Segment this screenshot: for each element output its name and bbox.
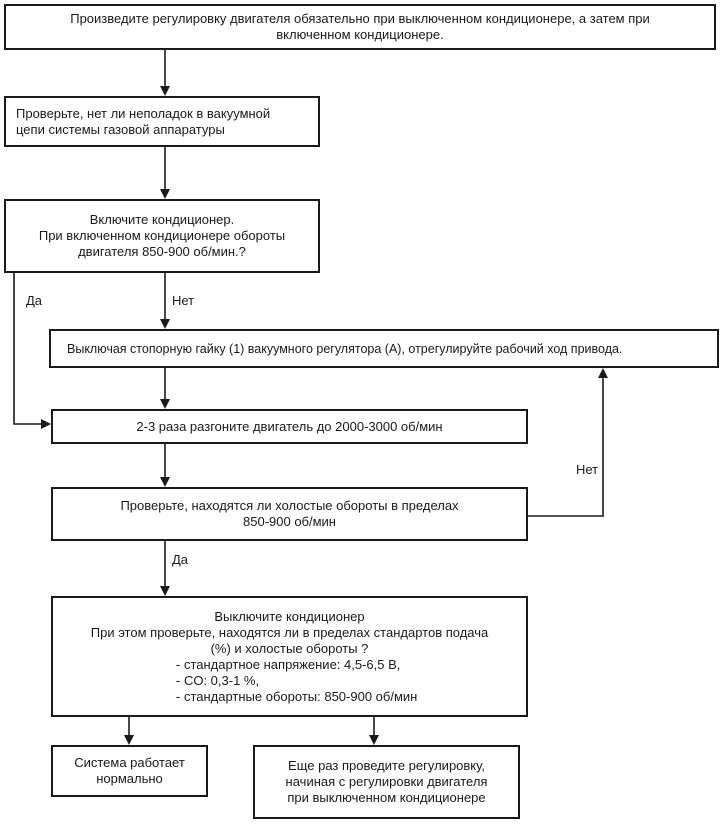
- decision-ac-off-line3: (%) и холостые обороты ?: [210, 640, 369, 656]
- step-rev-line1: 2-3 раза разгоните двигатель до 2000-300…: [136, 418, 443, 434]
- step-check-vacuum-line1: Проверьте, нет ли неполадок в вакуумной: [16, 105, 271, 121]
- decision-ac-on: Включите кондиционер. При включенном кон…: [4, 199, 320, 273]
- label-no-right: Нет: [576, 462, 599, 478]
- decision-ac-off-item-co: - CO: 0,3-1 %,: [176, 672, 260, 688]
- result-redo-line1: Еще раз проведите регулировку,: [288, 758, 485, 773]
- decision-ac-off-item-voltage: - стандартное напряжение: 4,5-6,5 В,: [176, 656, 401, 672]
- step-intro-line2: включенном кондиционере.: [276, 27, 444, 42]
- connector-check-idle-to-adjust-no: [527, 377, 604, 517]
- decision-check-idle-line2: 850-900 об/мин: [243, 514, 336, 529]
- arrowhead-down: [160, 586, 170, 596]
- arrowhead-down: [369, 735, 379, 745]
- decision-check-idle-line1: Проверьте, находятся ли холостые обороты…: [120, 498, 459, 513]
- decision-ac-off-line1: Выключите кондиционер: [214, 608, 365, 624]
- label-no-mid: Нет: [172, 293, 195, 309]
- result-ok-line2: нормально: [96, 771, 163, 786]
- result-ok-line1: Система работает: [74, 755, 185, 770]
- step-check-vacuum: Проверьте, нет ли неполадок в вакуумной …: [4, 96, 320, 147]
- step-rev: 2-3 раза разгоните двигатель до 2000-300…: [51, 409, 528, 444]
- arrowhead-down: [160, 477, 170, 487]
- step-intro: Произведите регулировку двигателя обязат…: [4, 4, 716, 50]
- arrowhead-down: [124, 735, 134, 745]
- result-redo-line3: при выключенном кондиционере: [287, 790, 486, 805]
- result-redo-line2: начиная с регулировки двигателя: [285, 774, 488, 789]
- decision-check-idle: Проверьте, находятся ли холостые обороты…: [51, 487, 528, 541]
- decision-ac-off-item-rpm: - стандартные обороты: 850-900 об/мин: [176, 688, 418, 704]
- decision-ac-off: Выключите кондиционер При этом проверьте…: [51, 596, 528, 717]
- decision-ac-off-line2: При этом проверьте, находятся ли в преде…: [90, 624, 489, 640]
- arrowhead-down: [160, 189, 170, 199]
- connector-ac-on-to-rev-yes: [13, 272, 42, 425]
- arrowhead-down: [160, 319, 170, 329]
- decision-ac-on-line1: Включите кондиционер.: [89, 212, 235, 227]
- label-yes-left: Да: [26, 293, 43, 309]
- arrowhead-up: [598, 368, 608, 378]
- result-redo: Еще раз проведите регулировку, начиная с…: [253, 745, 520, 819]
- arrowhead-right: [41, 419, 51, 429]
- step-adjust-line1: Выключая стопорную гайку (1) вакуумного …: [67, 341, 623, 356]
- label-yes-bottom: Да: [172, 552, 189, 568]
- step-check-vacuum-line2: цепи системы газовой аппаратуры: [16, 121, 225, 137]
- decision-ac-on-line3: двигателя 850-900 об/мин.?: [78, 244, 246, 259]
- arrowhead-down: [160, 86, 170, 96]
- arrowhead-down: [160, 399, 170, 409]
- decision-ac-on-line2: При включенном кондиционере обороты: [38, 228, 286, 243]
- step-adjust: Выключая стопорную гайку (1) вакуумного …: [49, 329, 719, 368]
- result-ok: Система работает нормально: [51, 745, 208, 797]
- step-intro-line1: Произведите регулировку двигателя обязат…: [70, 11, 650, 26]
